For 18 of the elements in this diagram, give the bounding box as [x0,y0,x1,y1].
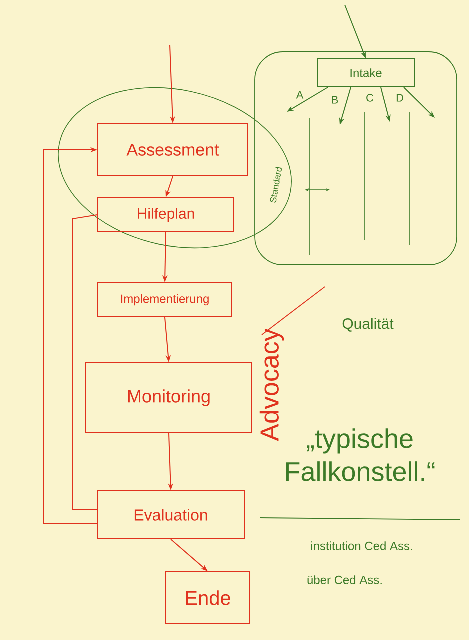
edge-label: D [396,94,404,102]
process-box: Implementierung [98,282,232,318]
note-text: Qualität [342,318,394,332]
process-box: Monitoring [86,362,252,434]
process-box: Assessment [98,124,248,176]
process-box: Evaluation [97,490,245,540]
process-box: Ende [166,572,250,624]
edge-label: C [366,94,374,102]
note-text: über Ced Ass. [308,576,382,584]
intake-box: Intake [317,58,415,88]
process-box: Hilfeplan [98,198,234,232]
arrow [44,147,98,524]
note-text: Standard [270,167,282,203]
edge-label: A [296,91,304,99]
edge-label: B [332,96,338,104]
note-text: institution Ced Ass. [311,542,412,550]
note-text: „typische Fallkonstell.“ [286,428,435,482]
note-text: Advocacy [260,328,284,442]
